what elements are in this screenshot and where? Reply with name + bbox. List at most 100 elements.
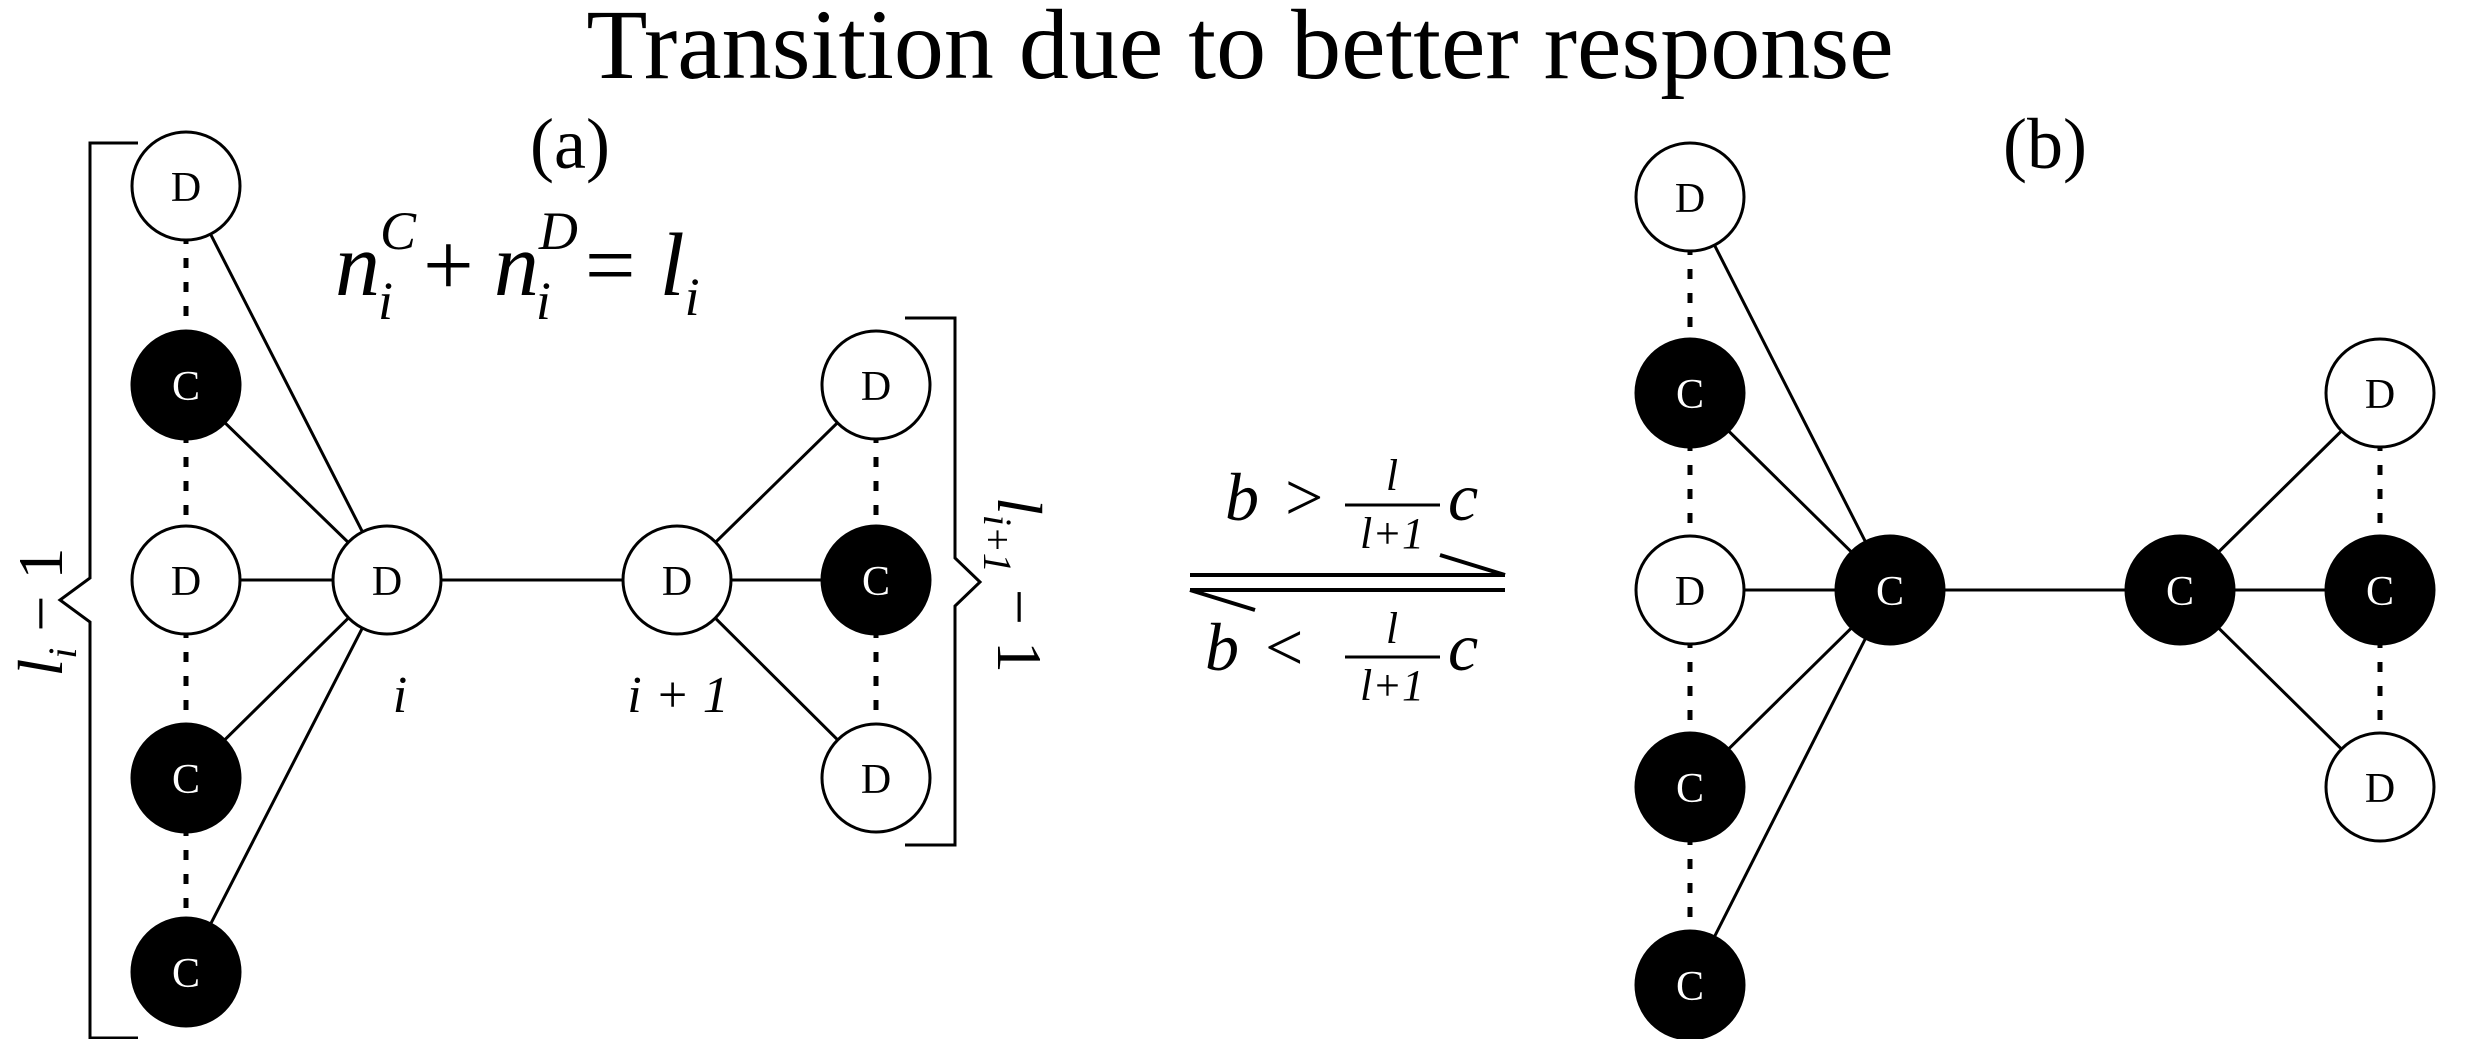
left-brace-sub: i: [40, 648, 85, 659]
transition-arrows: [1189, 553, 1506, 612]
right-brace-sub: i+1: [975, 515, 1020, 573]
eq-l: l: [660, 216, 685, 315]
node-strategy-a-r2: C: [862, 559, 890, 605]
node-a-hub_i1: D: [621, 524, 733, 636]
node-a-hub_i: D: [331, 524, 443, 636]
fwd-num: l: [1386, 451, 1398, 500]
forward-condition: b > l l+1 c: [1225, 451, 1478, 558]
eq-sub1: i: [378, 271, 393, 331]
fwd-c: c: [1448, 459, 1478, 535]
node-strategy-a-l1: D: [171, 165, 201, 211]
bwd-c: c: [1448, 609, 1478, 685]
node-b-hub_i1: C: [2124, 534, 2236, 646]
bwd-num: l: [1386, 604, 1398, 653]
node-strategy-a-l4: C: [172, 757, 200, 803]
node-strategy-a-l2: C: [172, 364, 200, 410]
svg-text:li+1 − 1: li+1 − 1: [975, 497, 1055, 673]
node-strategy-b-r3: D: [2365, 766, 2395, 812]
right-brace-rest: − 1: [984, 573, 1055, 673]
node-a-l5: C: [130, 916, 242, 1028]
network-b: D C D C C C C D C D: [1634, 141, 2436, 1039]
backward-arrow-barb: [1189, 588, 1256, 612]
eq-sup1: C: [380, 201, 417, 261]
network-a: D C D C C D D D C D: [130, 130, 932, 1028]
node-b-r2: C: [2324, 534, 2436, 646]
node-strategy-b-r2: C: [2366, 569, 2394, 615]
eq-l-sub: i: [685, 267, 700, 327]
node-circle-a-r1: [820, 329, 932, 441]
left-brace-label: li − 1: [5, 548, 85, 677]
node-circle-a-l1: [130, 130, 242, 242]
node-i-plus-1-label: i + 1: [627, 667, 729, 724]
panel-b-label: (b): [2003, 104, 2087, 184]
edge-a-hub_i-l5: [184, 579, 389, 973]
left-brace-rest: − 1: [5, 548, 76, 648]
eq-n1: n: [335, 216, 380, 315]
node-strategy-b-l2: C: [1676, 372, 1704, 418]
node-a-l4: C: [130, 722, 242, 834]
node-strategy-b-hub_i1: C: [2166, 569, 2194, 615]
eq-sub2: i: [536, 271, 551, 331]
node-a-r2: C: [820, 524, 932, 636]
svg-text:li − 1: li − 1: [5, 548, 85, 677]
panel-a-label: (a): [530, 104, 610, 184]
node-circle-b-hub_i: [1834, 534, 1946, 646]
node-strategy-a-r1: D: [861, 364, 891, 410]
fwd-b: b: [1225, 459, 1259, 535]
node-circle-b-l4: [1634, 731, 1746, 843]
node-strategy-a-r3: D: [861, 757, 891, 803]
node-circle-b-r3: [2324, 731, 2436, 843]
node-circle-a-l2: [130, 329, 242, 441]
edge-b-hub_i-l5: [1688, 589, 1892, 986]
node-i-label: i: [393, 667, 407, 724]
fwd-op: >: [1285, 459, 1323, 535]
node-circle-b-r2: [2324, 534, 2436, 646]
node-strategy-b-hub_i: C: [1876, 569, 1904, 615]
node-circle-a-l3: [130, 524, 242, 636]
node-b-r3: D: [2324, 731, 2436, 843]
eq-equals: =: [585, 216, 636, 315]
bwd-den: l+1: [1360, 661, 1424, 710]
node-circle-a-l4: [130, 722, 242, 834]
node-strategy-b-l3: D: [1675, 569, 1705, 615]
node-b-r1: D: [2324, 337, 2436, 449]
node-strategy-b-l5: C: [1676, 964, 1704, 1010]
node-strategy-b-l1: D: [1675, 176, 1705, 222]
eq-sup2: D: [538, 201, 578, 261]
node-strategy-a-l3: D: [171, 559, 201, 605]
node-circle-b-hub_i1: [2124, 534, 2236, 646]
node-circle-a-l5: [130, 916, 242, 1028]
node-b-l4: C: [1634, 731, 1746, 843]
node-strategy-a-hub_i: D: [372, 559, 402, 605]
node-strategy-a-l5: C: [172, 951, 200, 997]
right-brace-var: l: [984, 497, 1055, 515]
node-circle-a-r2: [820, 524, 932, 636]
right-brace-label: li+1 − 1: [975, 497, 1055, 673]
node-strategy-b-r1: D: [2365, 372, 2395, 418]
diagram-title: Transition due to better response: [586, 0, 1893, 100]
node-b-l3: D: [1634, 534, 1746, 646]
left-brace-var: l: [5, 659, 76, 677]
node-a-l3: D: [130, 524, 242, 636]
eq-plus: +: [423, 216, 474, 315]
edge-b-hub_i-l1: [1688, 196, 1892, 591]
forward-arrow-barb: [1439, 553, 1506, 577]
node-circle-a-hub_i: [331, 524, 443, 636]
node-a-r3: D: [820, 722, 932, 834]
node-circle-a-r3: [820, 722, 932, 834]
node-b-l2: C: [1634, 337, 1746, 449]
node-b-l5: C: [1634, 929, 1746, 1039]
node-a-l2: C: [130, 329, 242, 441]
node-circle-b-l3: [1634, 534, 1746, 646]
node-b-hub_i: C: [1834, 534, 1946, 646]
node-a-l1: D: [130, 130, 242, 242]
left-brace: [57, 141, 138, 1039]
node-strategy-a-hub_i1: D: [662, 559, 692, 605]
eq-n2: n: [494, 216, 539, 315]
node-circle-a-hub_i1: [621, 524, 733, 636]
backward-condition: b < l l+1 c: [1205, 604, 1478, 710]
node-b-l1: D: [1634, 141, 1746, 253]
node-circle-b-l1: [1634, 141, 1746, 253]
